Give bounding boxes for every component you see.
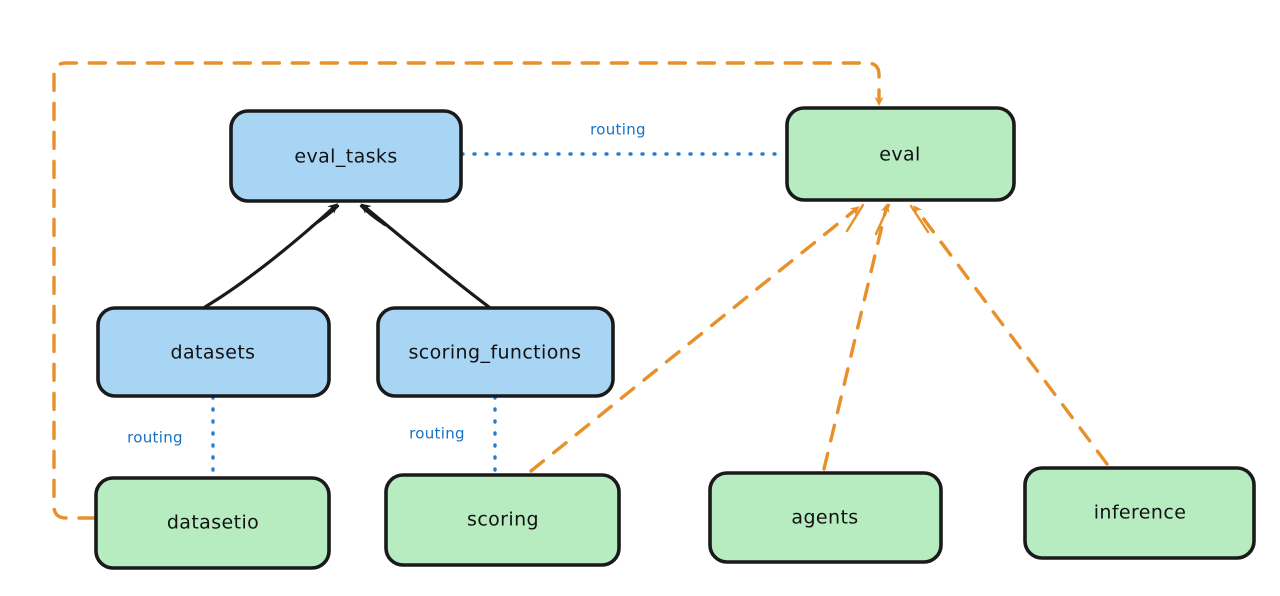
edge-group-dashed — [52, 61, 1109, 520]
node-scoring-shape — [384, 473, 621, 567]
node-agents[interactable]: agents — [708, 471, 943, 564]
node-scoring[interactable]: scoring — [384, 473, 621, 567]
node-inference[interactable]: inference — [1023, 466, 1256, 560]
edge-label-group: routing routing routing — [117, 117, 656, 449]
edge-agents-arrow-flick — [874, 203, 891, 236]
node-inference-shape — [1023, 466, 1256, 560]
routing-datasetio-label: routing — [127, 429, 183, 447]
edge-inference-arrow-flick — [909, 204, 930, 234]
node-eval-tasks[interactable]: eval_tasks — [229, 109, 463, 203]
node-scoring-label: scoring — [467, 509, 539, 531]
edge-scoring-functions-to-eval-tasks — [360, 203, 491, 309]
node-eval-shape — [785, 106, 1016, 202]
node-scoring-functions-shape — [376, 306, 615, 398]
edge-datasets-to-eval-tasks — [203, 203, 339, 309]
node-datasetio-shape — [94, 476, 331, 570]
node-scoring-functions[interactable]: scoring_functions — [376, 306, 615, 398]
routing-scoring-label-bg — [399, 421, 475, 445]
edge-datasetio-to-eval — [52, 61, 884, 520]
edge-inference-to-eval — [913, 205, 1109, 466]
node-datasets-shape — [96, 306, 331, 398]
routing-scoring-label: routing — [409, 425, 465, 443]
node-datasetio-label: datasetio — [167, 512, 259, 534]
edge-scoring-arrow-flick — [845, 203, 865, 233]
edge-scoring-functions-arrow-flick — [359, 204, 387, 227]
edge-datasets-arrow-flick — [310, 204, 340, 228]
edge-group-solid — [203, 203, 491, 309]
node-eval[interactable]: eval — [785, 106, 1016, 202]
node-datasetio[interactable]: datasetio — [94, 476, 331, 570]
node-eval-label: eval — [879, 144, 920, 166]
routing-eval-label: routing — [590, 121, 646, 139]
edge-agents-to-eval — [822, 203, 890, 471]
node-eval-tasks-shape — [229, 109, 463, 203]
routing-datasetio-label-bg — [117, 425, 193, 449]
node-agents-label: agents — [791, 507, 858, 529]
node-datasets-label: datasets — [171, 342, 256, 364]
node-datasets[interactable]: datasets — [96, 306, 331, 398]
edge-scoring-to-eval — [529, 206, 860, 473]
routing-eval-label-bg — [580, 117, 656, 141]
node-scoring-functions-label: scoring_functions — [409, 342, 582, 364]
node-inference-label: inference — [1094, 502, 1187, 524]
node-eval-tasks-label: eval_tasks — [294, 146, 397, 168]
edge-group-dotted — [211, 152, 788, 479]
node-agents-shape — [708, 471, 943, 564]
